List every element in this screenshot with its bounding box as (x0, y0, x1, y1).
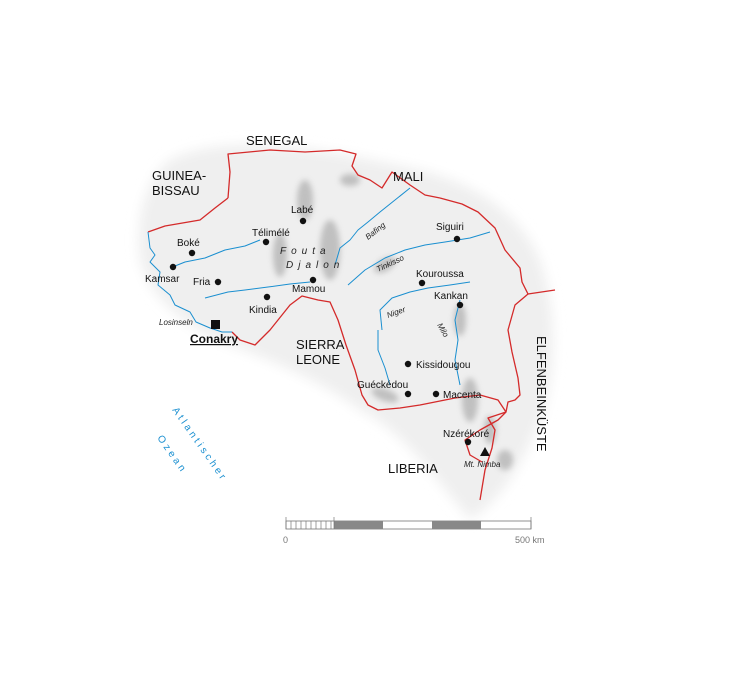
label-djalon: Djalon (286, 260, 344, 271)
label-telimele: Télimélé (252, 228, 290, 239)
city-dot (309, 276, 317, 284)
label-conakry: Conakry (190, 332, 238, 346)
rivers (169, 187, 491, 386)
label-kouroussa: Kouroussa (416, 269, 464, 280)
scale-label-end: 500 km (515, 535, 545, 545)
scale-bar (285, 517, 532, 530)
label-mamou: Mamou (292, 284, 325, 295)
label-guinea-bissau-2: BISSAU (152, 183, 200, 198)
scale-label-start: 0 (283, 535, 288, 545)
city-dot (404, 360, 412, 368)
city-dot (214, 278, 222, 286)
label-sierra-leone-2: LEONE (296, 352, 340, 367)
border-ivory-coast (479, 293, 529, 501)
river-coastal-2 (204, 281, 311, 299)
city-markers (169, 217, 472, 446)
label-mali: MALI (393, 169, 423, 184)
label-ocean-line2: Ozean (155, 433, 190, 476)
city-dot (262, 238, 270, 246)
label-siguiri: Siguiri (436, 222, 464, 233)
city-dot (456, 301, 464, 309)
label-gueckedou: Guéckédou (357, 380, 408, 391)
label-ivory-coast: ELFENBEINKÜSTE (534, 336, 549, 452)
label-sierra-leone-1: SIERRA (296, 337, 345, 352)
city-dot (432, 390, 440, 398)
label-nzerekore: Nzérékoré (443, 429, 490, 440)
border-liberia-guinea (464, 411, 507, 463)
border-guinea-bissau (147, 197, 229, 233)
border-mali (439, 197, 556, 295)
label-liberia: LIBERIA (388, 461, 438, 476)
city-dot (188, 249, 196, 257)
borders (147, 149, 556, 501)
label-macenta: Macenta (443, 390, 482, 401)
label-kankan: Kankan (434, 291, 468, 302)
coastline (147, 231, 232, 333)
city-dot (263, 293, 271, 301)
label-kindia: Kindia (249, 305, 277, 316)
city-dot (453, 235, 461, 243)
city-dot (418, 279, 426, 287)
city-dot (404, 390, 412, 398)
label-boke: Boké (177, 238, 200, 249)
city-dot (464, 438, 472, 446)
label-senegal: SENEGAL (246, 133, 307, 148)
capital-marker (211, 320, 220, 329)
label-fria: Fria (193, 277, 211, 288)
relief-shading (138, 144, 554, 520)
label-losinseln: Losinseln (159, 318, 193, 327)
river-milo-line (454, 299, 461, 386)
label-guinea-bissau-1: GUINEA- (152, 168, 206, 183)
label-labe: Labé (291, 205, 314, 216)
mountain-marker (480, 447, 490, 456)
border-sierra-leone (231, 295, 507, 413)
river-bafing-line (334, 187, 411, 266)
city-dot (169, 263, 177, 271)
label-kamsar: Kamsar (145, 274, 180, 285)
city-dot (299, 217, 307, 225)
label-kissidougou: Kissidougou (416, 360, 470, 371)
river-coastal-1 (169, 239, 261, 269)
label-fouta: Fouta (280, 246, 331, 257)
river-niger-line (379, 281, 471, 331)
river-south-1 (377, 330, 391, 386)
river-tinkisso-line (347, 231, 491, 286)
border-senegal-guinea (227, 149, 441, 199)
label-mt-nimba: Mt. Nimba (464, 460, 501, 469)
